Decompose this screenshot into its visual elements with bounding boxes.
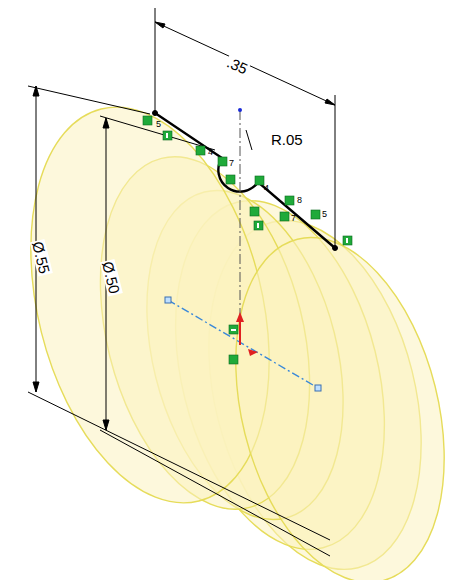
relation-number: 7 [291,214,296,223]
relation-number: 4 [264,184,269,193]
relation-number: 8 [297,196,302,205]
relation-number: 5 [156,120,161,129]
relation-number: 4 [208,148,213,157]
relation-number: 5 [322,210,327,219]
dimension-text: .35 [224,54,251,77]
radius-dimension: R.05 [270,132,304,147]
relation-number: 7 [229,159,234,168]
